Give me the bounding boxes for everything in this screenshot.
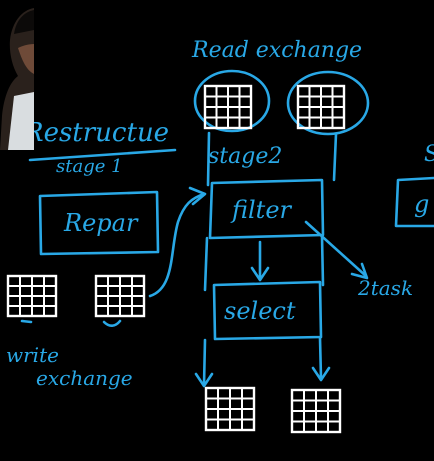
flow-line-left	[202, 131, 211, 387]
select-label: select	[224, 297, 296, 325]
read-grid-1	[203, 84, 253, 130]
output-grid-2	[290, 388, 342, 434]
partial-s-label: S	[424, 142, 434, 167]
flow-line-right	[318, 132, 338, 380]
read-exchange-ellipse-1	[193, 69, 271, 133]
filter-to-select-arrow	[250, 240, 270, 282]
tick-mark-2	[102, 319, 122, 327]
read-exchange-ellipse-2	[286, 70, 370, 136]
task-label: 2task	[358, 276, 414, 300]
output-grid-1	[204, 386, 256, 432]
flow-line-left-arrow	[194, 372, 214, 388]
write-grid-2	[94, 274, 146, 318]
read-exchange-label: Read exchange	[192, 38, 363, 63]
flow-line-right-arrow	[311, 366, 331, 382]
partial-g-label: g	[414, 190, 430, 218]
write-to-filter-curve	[148, 192, 206, 298]
partial-box-right	[394, 176, 434, 228]
read-grid-2	[296, 84, 346, 130]
stage1-label: stage 1	[56, 156, 123, 177]
filter-to-task-arrow	[304, 220, 369, 280]
write-label: write	[6, 343, 59, 367]
stage2-label: stage2	[208, 144, 283, 169]
exchange-label: exchange	[36, 366, 133, 390]
repar-label: Repar	[64, 209, 138, 237]
select-box	[212, 280, 323, 341]
filter-label: filter	[232, 196, 292, 224]
write-to-filter-arrowhead	[188, 186, 207, 206]
write-grid-1	[6, 274, 58, 318]
restructure-underline	[28, 148, 177, 162]
presenter-image	[0, 8, 34, 150]
tick-mark-1	[20, 319, 33, 324]
filter-box	[208, 178, 325, 240]
restructure-label: Restructue	[24, 118, 170, 148]
repar-box	[38, 190, 160, 256]
